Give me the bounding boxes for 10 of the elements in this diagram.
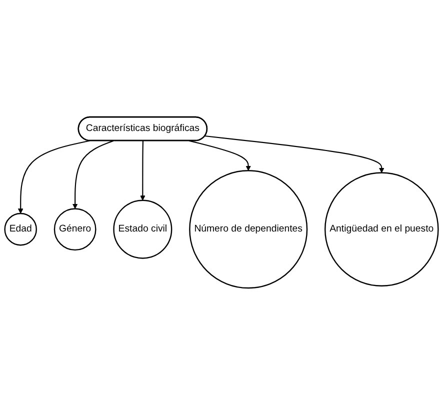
arrow xyxy=(72,140,114,209)
node-circle: Antigüedad en el puesto xyxy=(324,172,439,286)
arrow xyxy=(204,135,384,174)
arrow xyxy=(18,140,90,214)
node-circle: Edad xyxy=(4,212,37,246)
arrow xyxy=(189,140,251,171)
node-circle: Número de dependientes xyxy=(189,170,308,289)
node-circle: Estado civil xyxy=(113,200,172,259)
node-circle: Género xyxy=(54,208,96,251)
arrow xyxy=(140,140,146,201)
